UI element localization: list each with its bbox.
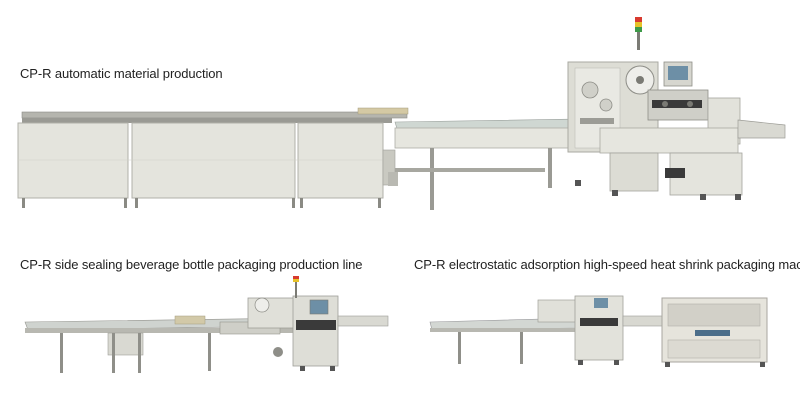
side-sealing-bottle-line-machine (24, 276, 389, 373)
caption-heat-shrink-machine: CP-R electrostatic adsorption high-speed… (414, 257, 800, 272)
caption-side-sealing-line: CP-R side sealing beverage bottle packag… (20, 257, 363, 272)
caption-automatic-material-production: CP-R automatic material production (20, 66, 223, 81)
heat-shrink-packaging-machine (429, 295, 768, 367)
automatic-material-production-machine (17, 17, 786, 210)
